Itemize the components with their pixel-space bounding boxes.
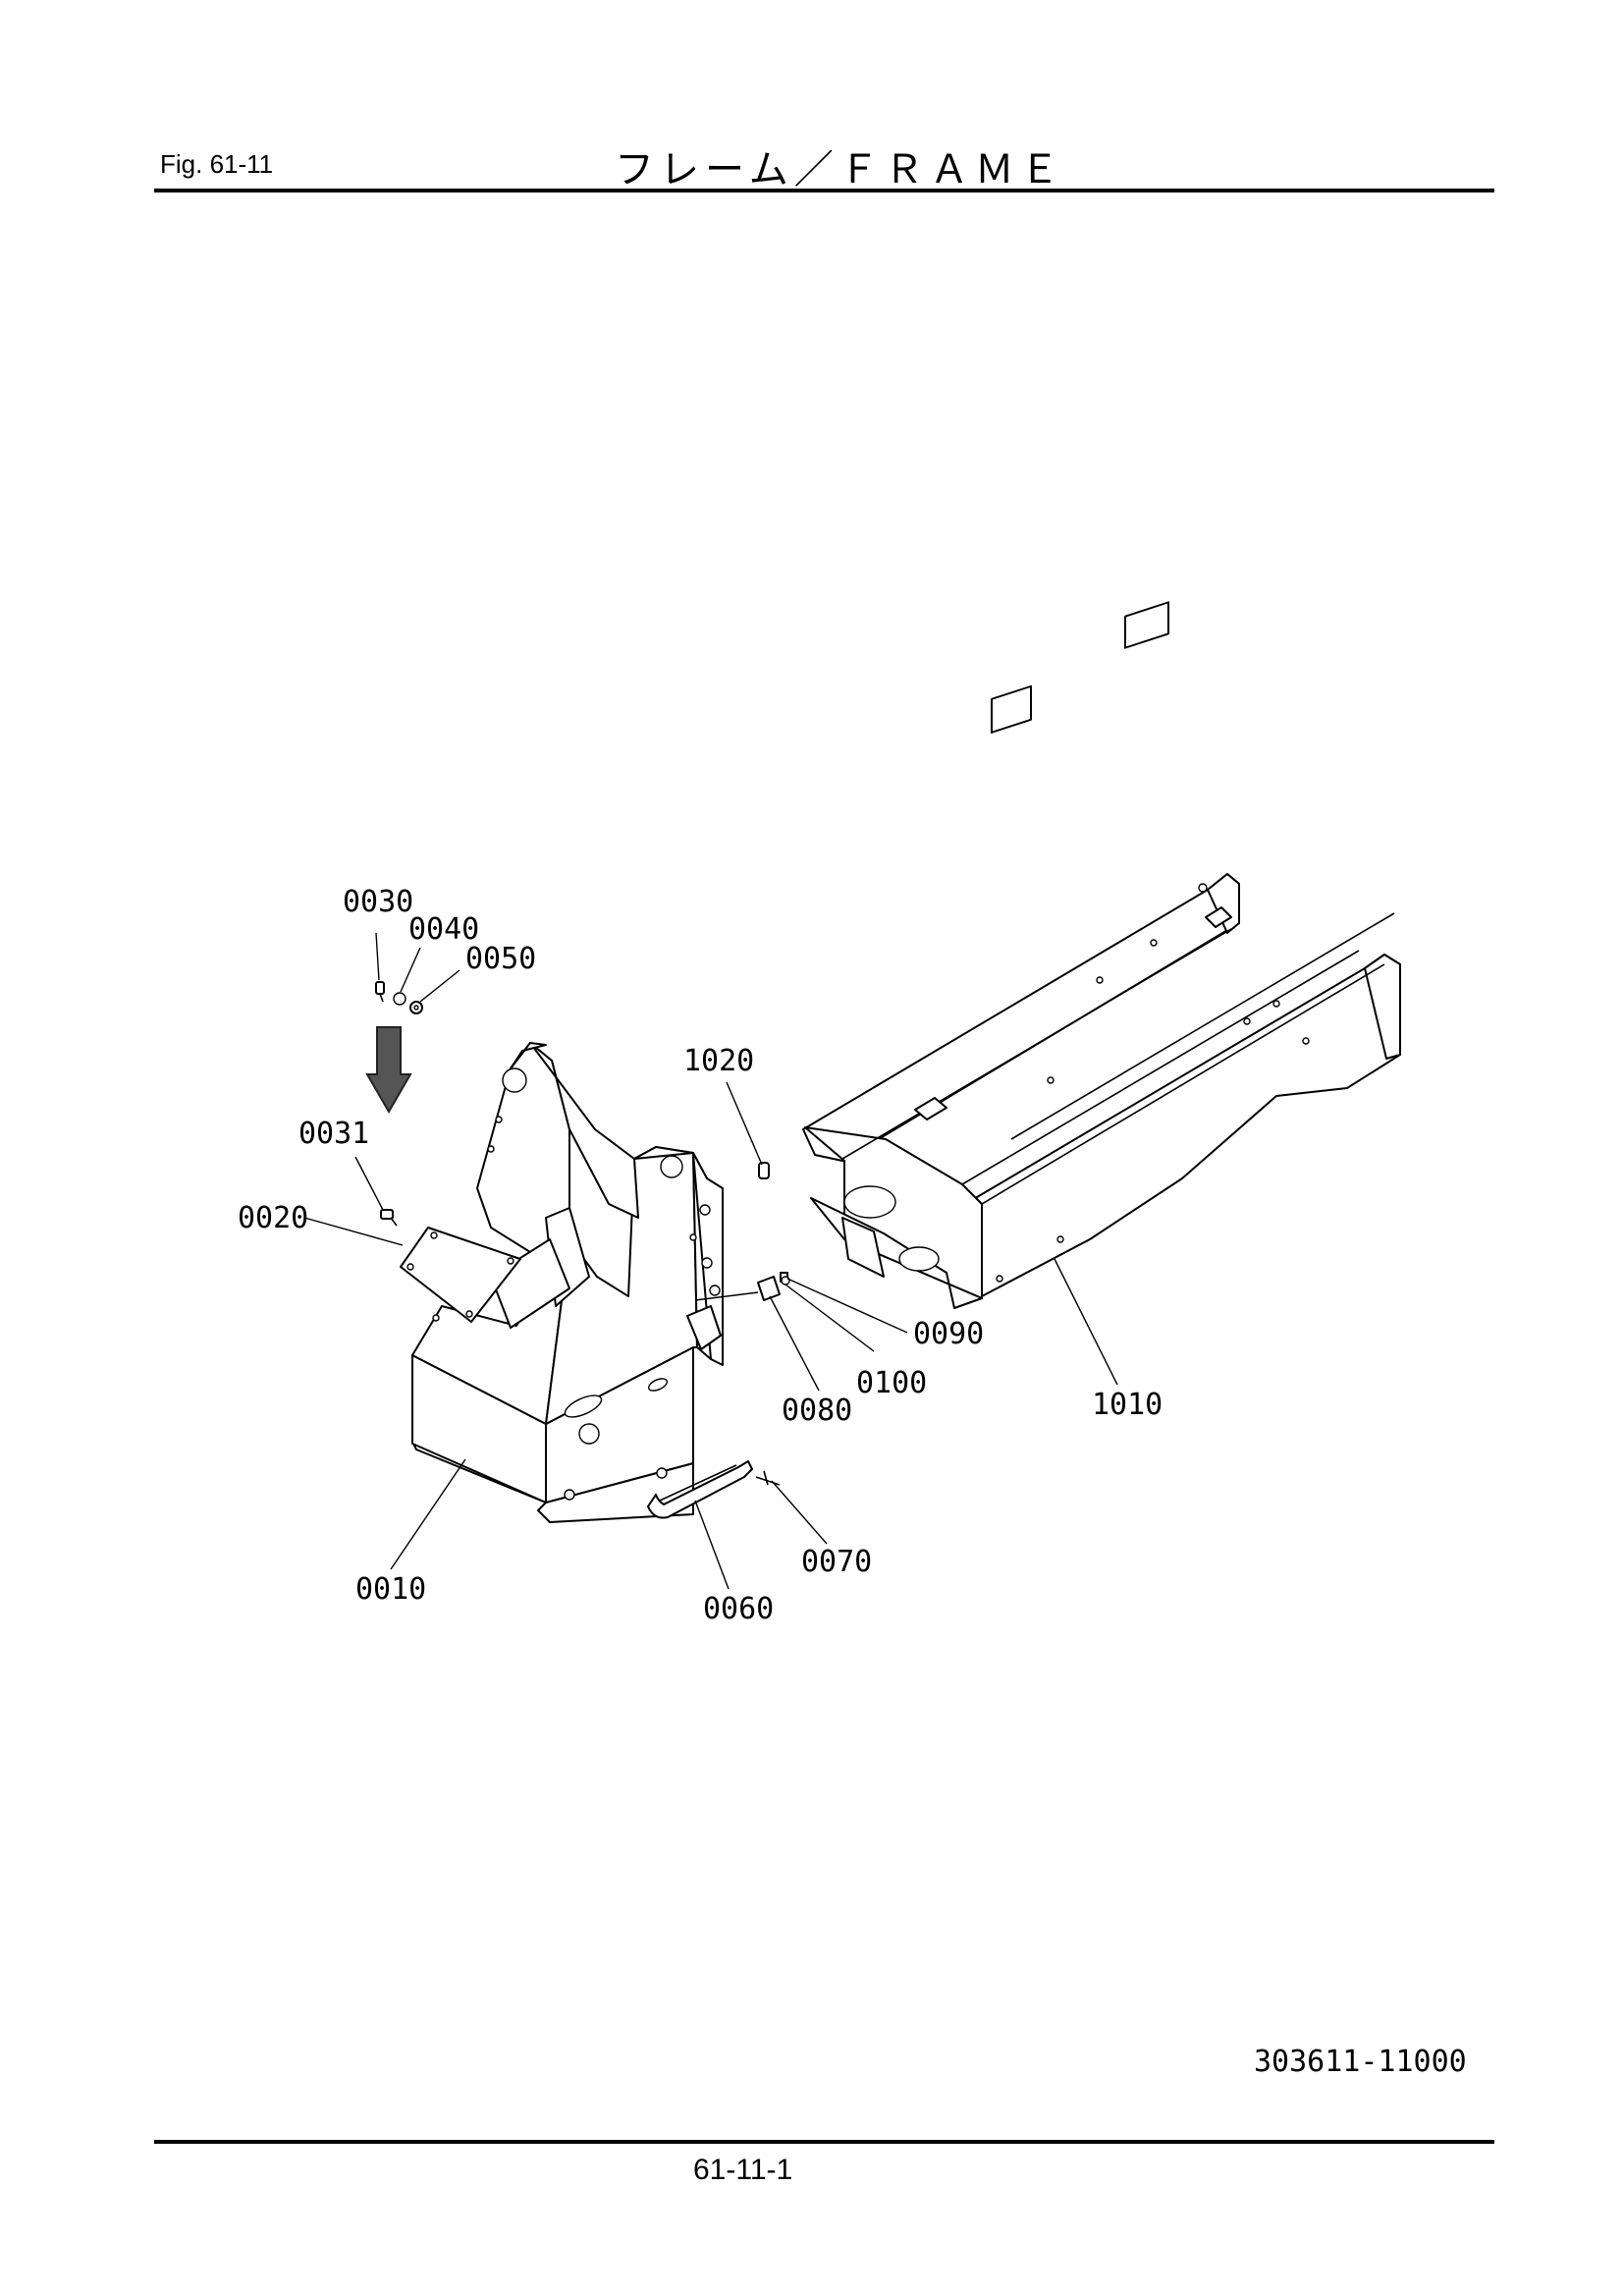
main-frame-1010	[802, 601, 1401, 1309]
bushing-1020	[758, 1162, 770, 1179]
callout-1010: 1010	[1092, 1388, 1163, 1422]
callout-0020: 0020	[238, 1201, 308, 1235]
callout-1020: 1020	[683, 1044, 754, 1078]
callout-0030: 0030	[343, 885, 413, 919]
leader-lines	[303, 932, 1118, 1590]
callout-0100: 0100	[856, 1366, 927, 1400]
hose-0060	[647, 1460, 753, 1519]
callout-0010: 0010	[355, 1572, 426, 1607]
page-title: フレーム／ＦＲＡＭＥ	[615, 148, 1065, 191]
callout-0050: 0050	[465, 942, 536, 976]
washer-0100	[781, 1276, 790, 1285]
callout-0060: 0060	[703, 1592, 774, 1626]
callout-0040: 0040	[408, 912, 479, 947]
bolt-0031	[380, 1209, 398, 1227]
clip-0070	[755, 1470, 781, 1486]
callout-0031: 0031	[298, 1117, 369, 1151]
header-rule	[154, 189, 1494, 192]
drawing-number: 303611-11000	[1254, 2045, 1467, 2079]
page-number: 61-11-1	[693, 2154, 793, 2186]
nut-0050	[409, 1001, 423, 1014]
bracket-0080	[757, 1276, 781, 1301]
cover-plate-0020	[400, 1227, 521, 1323]
figure-label: Fig. 61-11	[160, 149, 274, 179]
bolt-0030	[375, 981, 385, 1003]
callout-0070: 0070	[801, 1545, 872, 1579]
callout-0080: 0080	[782, 1394, 852, 1428]
washer-0040	[393, 992, 406, 1006]
arrow-down-icon	[365, 1026, 412, 1114]
callout-0090: 0090	[913, 1317, 984, 1351]
footer-rule	[154, 2140, 1494, 2144]
